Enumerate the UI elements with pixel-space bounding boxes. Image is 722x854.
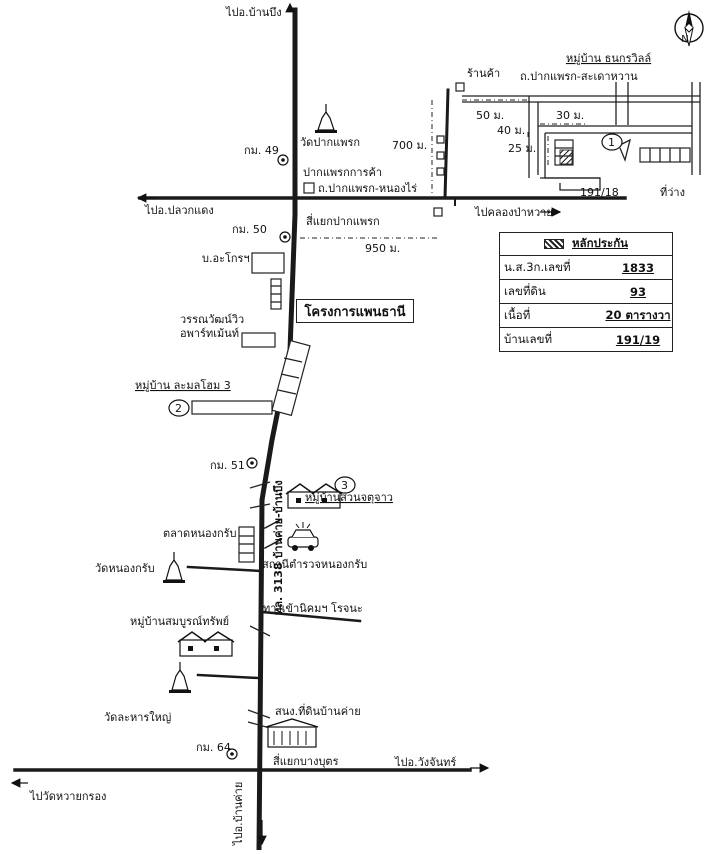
direction-arrows <box>10 2 562 846</box>
direction-west-bottom-label: ไปวัดหวายกรอง <box>29 790 106 803</box>
junction-bangbut-label: สี่แยกบางบุตร <box>273 753 339 768</box>
thanakorn-village-label: หมู่บ้าน ธนกรวิลล์ <box>566 52 651 65</box>
collateral-legend: หลักประกัน น.ส.3ก.เลขที่ 1833 เลขที่ดิน … <box>499 232 673 352</box>
legend-key: น.ส.3ก.เลขที่ <box>504 259 571 274</box>
apartment-label: อพาร์ทเม้นท์ <box>180 327 239 340</box>
legend-row: บ้านเลขที่ 191/19 <box>500 328 672 351</box>
or-kor-ror-label: บ.อะโกรฯ <box>202 251 250 265</box>
lamlom-village-road <box>191 400 273 415</box>
km-64-label: กม. 64 <box>196 741 231 754</box>
legend-row: เนื้อที่ 20 ตารางวา <box>500 304 672 328</box>
marker-1-label: 1 <box>608 136 615 149</box>
compass-icon <box>674 10 704 47</box>
police-station-label: สถานีตำรวจหนองกรับ <box>262 558 367 571</box>
nikhom-entrance-label: ทางเข้านิคมฯ โรจนะ <box>263 601 363 615</box>
temple-icon <box>315 104 337 133</box>
legend-value: 191/19 <box>615 332 661 347</box>
legend-value: 20 ตารางวา <box>605 307 671 322</box>
temple-icon <box>163 552 185 583</box>
direction-east-road-label: ไปคลองป่าหวาย <box>474 206 553 219</box>
marker-2-label: 2 <box>175 402 182 415</box>
nongkrap-market-label: ตลาดหนองกรับ <box>163 527 237 540</box>
distance-50-label: 50 ม. <box>476 109 504 122</box>
legend-value: 93 <box>629 284 646 299</box>
project-label-box: โครงการแพนธานี <box>296 299 414 323</box>
distance-40-label: 40 ม. <box>497 124 525 137</box>
wannawat-label: วรรณวัฒน์วิว <box>180 313 244 326</box>
collateral-plot <box>559 149 573 165</box>
direction-south-label: ไปอ.บ้านค่าย <box>232 782 245 846</box>
right-side-buildings <box>271 339 311 417</box>
wat-lahan-label: วัดละหารใหญ่ <box>104 711 171 724</box>
road-pakphraek-nongrai <box>138 196 627 206</box>
km-51-label: กม. 51 <box>210 459 245 472</box>
temple-icon <box>169 662 191 693</box>
nongkrap-market-building <box>238 526 255 563</box>
suan-jatujak-label: หมู่บ้านสวนจตุจาว <box>305 491 393 504</box>
junction-pakphraek-label: สี่แยกปากแพรก <box>306 213 380 228</box>
distance-30-label: 30 ม. <box>556 109 584 122</box>
km-50-label: กม. 50 <box>232 223 267 236</box>
direction-east-bottom-label: ไปอ.วังจันทร์ <box>394 756 456 769</box>
distance-700-label: 700 ม. <box>392 139 427 152</box>
compass-n-label: N <box>681 34 688 45</box>
legend-row: น.ส.3ก.เลขที่ 1833 <box>500 256 672 280</box>
land-office-building-icon <box>265 718 319 748</box>
vacant-label: ที่ว่าง <box>660 184 685 199</box>
direction-north-label: ไปอ.บ้านบึง <box>225 6 282 19</box>
km-marker-icons <box>226 154 291 760</box>
wat-nongkrap-label: วัดหนองกรับ <box>95 562 155 575</box>
legend-key: เนื้อที่ <box>504 307 531 322</box>
land-office-label: สนง.ที่ดินบ้านค่าย <box>275 703 361 718</box>
police-car-icon <box>287 522 319 551</box>
marker-3-label: 3 <box>341 479 348 492</box>
legend-key: บ้านเลขที่ <box>504 331 553 346</box>
road-sadao-label: ถ.ปากแพรก-สะเดาหวาน <box>520 70 638 83</box>
legend-key: เลขที่ดิน <box>504 283 546 298</box>
direction-west-label: ไปอ.ปลวกแดง <box>144 204 214 217</box>
pakphraek-market-label: ปากแพรกการค้า <box>303 166 382 179</box>
legend-title: หลักประกัน <box>571 236 629 250</box>
project-label: โครงการแพนธานี <box>304 304 406 320</box>
or-kor-ror-buildings <box>241 252 285 348</box>
shop-boxes <box>303 82 465 217</box>
sombun-village-label: หมู่บ้านสมบูรณ์ทรัพย์ <box>130 615 229 628</box>
road-nongrai-label: ถ.ปากแพรก-หนองไร่ <box>318 182 417 195</box>
side-roads <box>186 518 362 680</box>
legend-header: หลักประกัน <box>500 233 672 256</box>
km-49-label: กม. 49 <box>244 144 279 157</box>
hatch-swatch-icon <box>543 239 564 249</box>
thanakorn-village-roads <box>443 82 701 200</box>
marker-circles <box>168 133 623 494</box>
lamlom-village-label: หมู่บ้าน ละมลโฮม 3 <box>135 378 231 392</box>
distance-25-label: 25 ม. <box>508 142 536 155</box>
legend-row: เลขที่ดิน 93 <box>500 280 672 304</box>
route-3138-label: ทล. 3138 บ้านค่าย-บ้านบึง <box>272 480 285 615</box>
plot-number-label: 191/18 <box>580 186 619 199</box>
wat-pakphraek-label: วัดปากแพรก <box>300 136 360 149</box>
distance-950-label: 950 ม. <box>365 242 400 255</box>
legend-value: 1833 <box>621 260 654 275</box>
shop-label: ร้านค้า <box>467 67 500 80</box>
dimension-lines <box>300 99 585 239</box>
village-house-icon <box>177 631 235 657</box>
village-house-icon <box>285 483 343 509</box>
